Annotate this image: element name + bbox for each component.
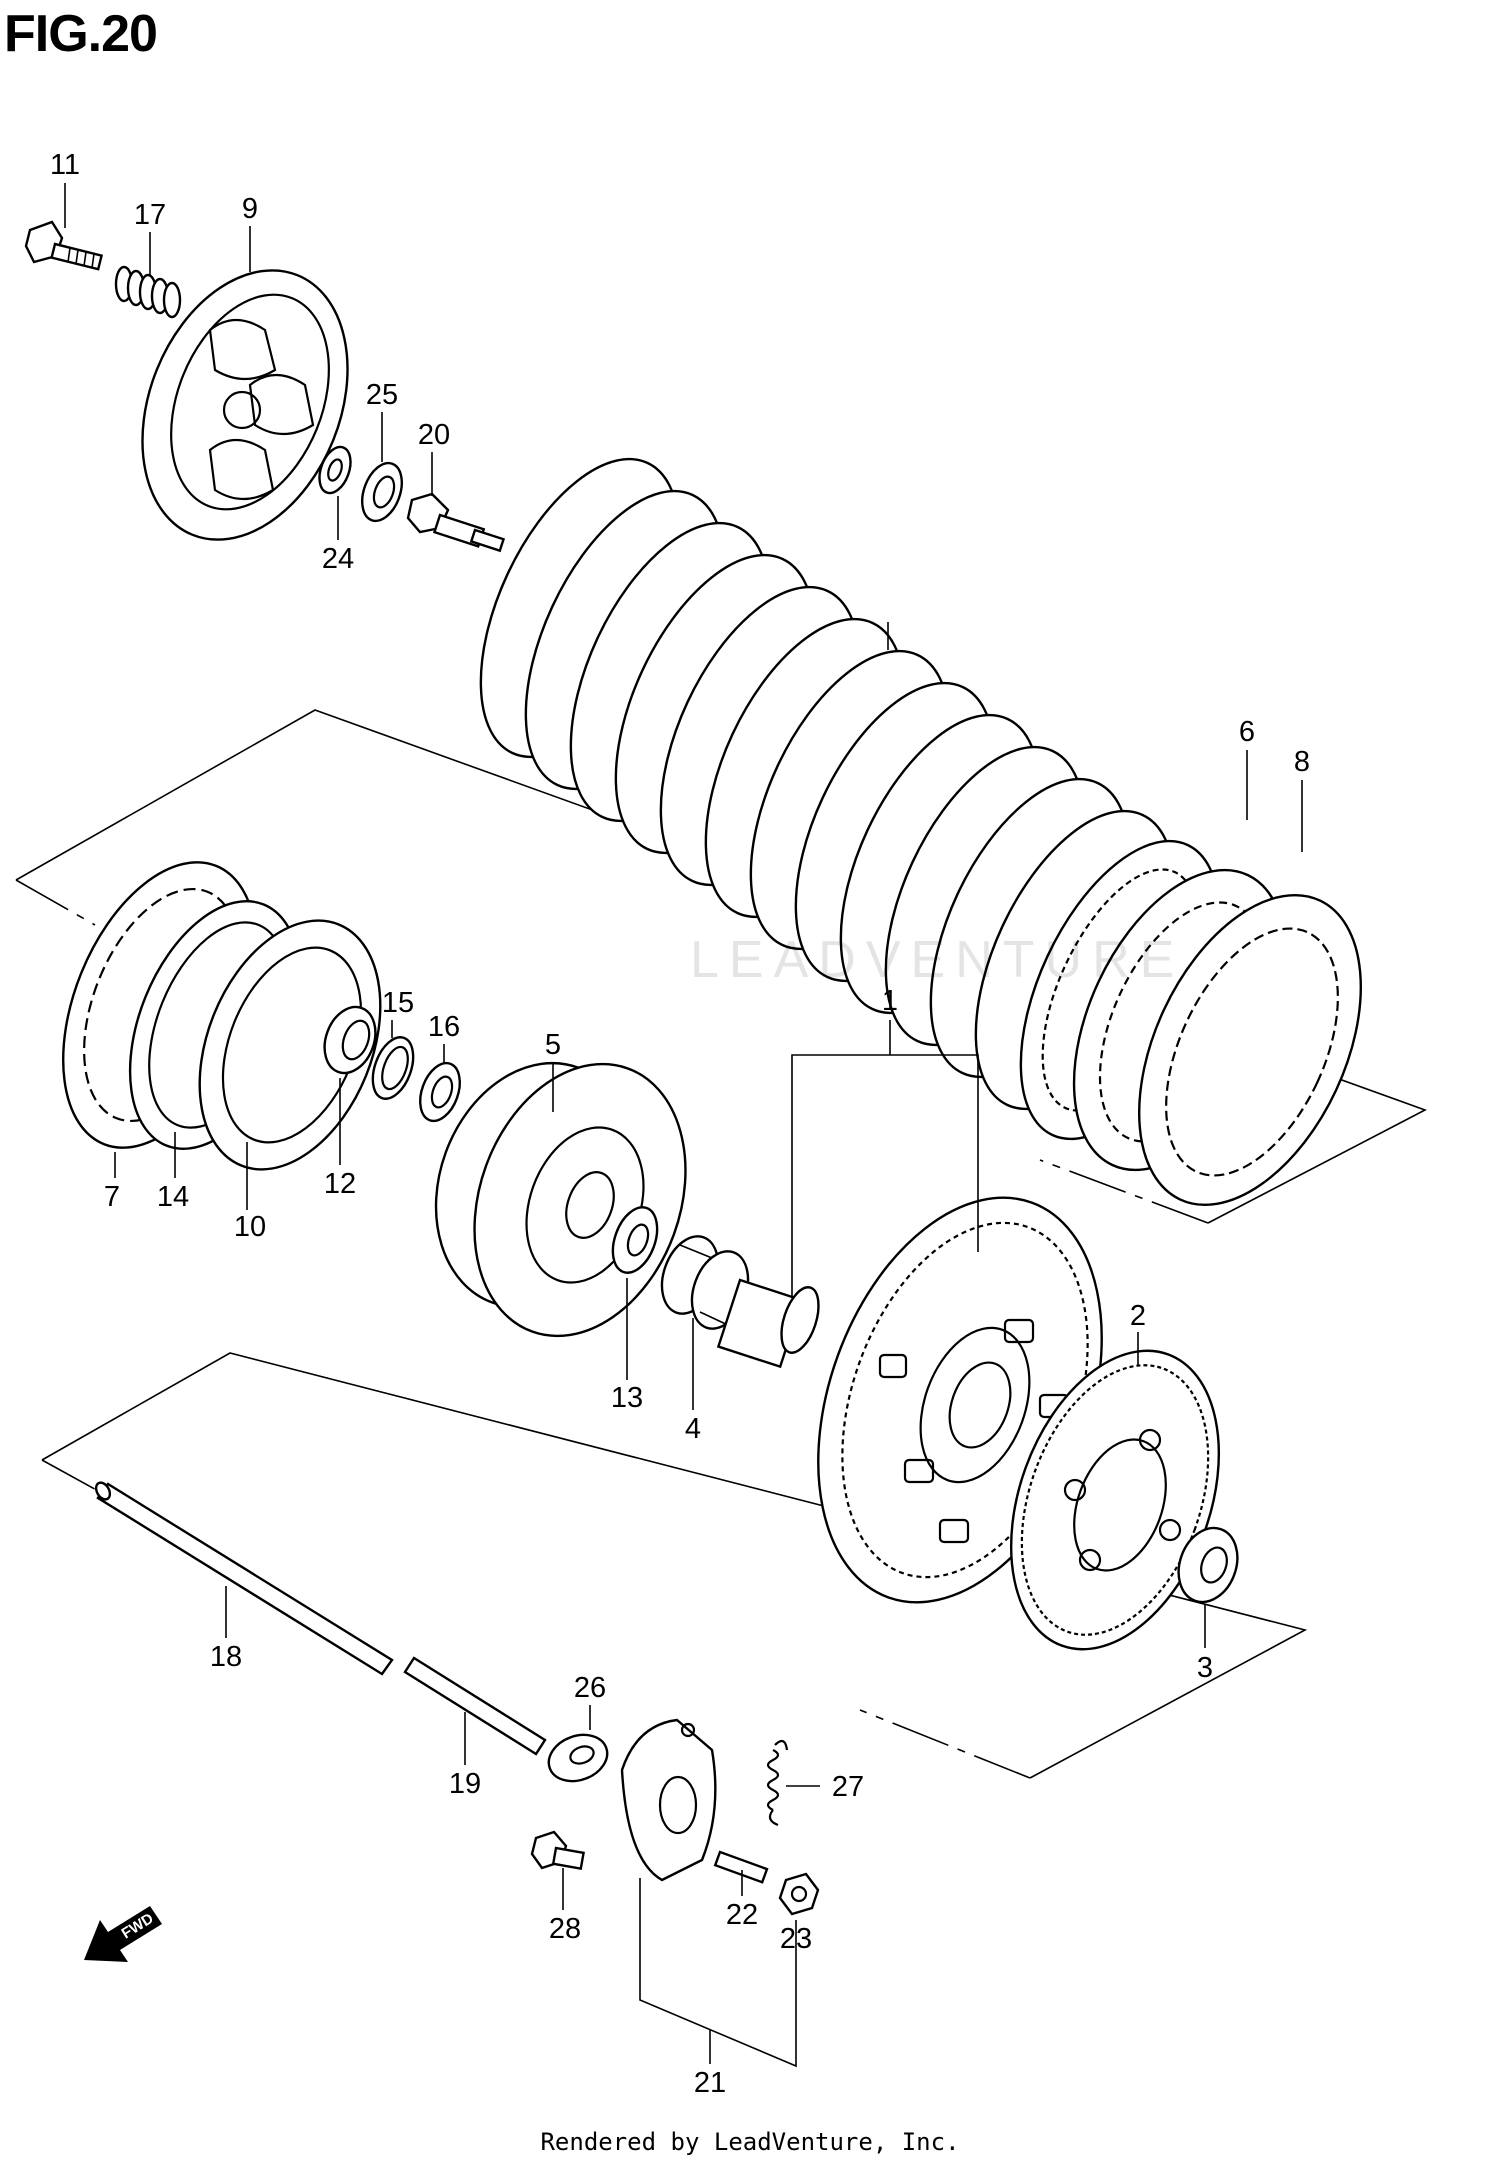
part-12-bearing xyxy=(323,1005,377,1075)
part-19-push-rod xyxy=(403,1656,547,1756)
watermark: LEADVENTURE xyxy=(690,930,1184,990)
part-17-spring xyxy=(114,265,182,319)
callout-15: 15 xyxy=(382,987,414,1019)
callout-7: 7 xyxy=(104,1181,120,1213)
part-13-washer xyxy=(611,1206,659,1274)
watermark-text: LEADVENTURE xyxy=(690,931,1185,989)
part-21-release-assembly xyxy=(620,1718,717,1882)
footer-credit: Rendered by LeadVenture, Inc. xyxy=(540,2128,960,2156)
part-11-bolt xyxy=(24,220,104,271)
clutch-plate-stack xyxy=(479,457,1221,1141)
part-25-bearing xyxy=(361,461,403,523)
part-22-stud xyxy=(713,1850,769,1884)
callout-13: 13 xyxy=(611,1382,643,1414)
callout-9: 9 xyxy=(242,193,258,225)
part-18-push-rod xyxy=(94,1481,394,1676)
part-24-washer xyxy=(318,445,352,495)
part-8-plate xyxy=(1138,893,1362,1207)
callout-4: 4 xyxy=(685,1413,701,1445)
callout-18: 18 xyxy=(210,1641,242,1673)
assembly-boundary-lower xyxy=(41,1352,1308,1779)
callout-28: 28 xyxy=(549,1913,581,1945)
leader-lines xyxy=(64,183,1303,2068)
callout-21: 21 xyxy=(694,2067,726,2099)
callout-25: 25 xyxy=(366,379,398,411)
callout-2: 2 xyxy=(1130,1300,1146,1332)
callout-5: 5 xyxy=(545,1029,561,1061)
callout-8: 8 xyxy=(1294,746,1310,778)
part-15-washer xyxy=(371,1036,415,1100)
part-23-nut xyxy=(778,1872,820,1916)
callout-12: 12 xyxy=(324,1168,356,1200)
callout-3: 3 xyxy=(1197,1652,1213,1684)
part-1-spacer-sleeve xyxy=(716,1278,820,1369)
callout-6: 6 xyxy=(1239,716,1255,748)
callout-10: 10 xyxy=(234,1211,266,1243)
part-16-lock-washer xyxy=(419,1061,461,1123)
callout-22: 22 xyxy=(726,1899,758,1931)
callout-23: 23 xyxy=(780,1923,812,1955)
part-20-push-piece xyxy=(406,492,506,553)
callout-26: 26 xyxy=(574,1672,606,1704)
forward-direction-arrow: FWD xyxy=(84,1906,162,1962)
callout-1: 1 xyxy=(882,985,898,1017)
callout-14: 14 xyxy=(157,1181,189,1213)
part-9-pressure-plate xyxy=(141,269,349,541)
callout-labels: 1 2 3 4 5 6 7 8 9 10 11 12 13 14 15 16 1… xyxy=(50,149,1310,2099)
part-28-bolt xyxy=(530,1830,585,1871)
callout-17: 17 xyxy=(134,199,166,231)
part-27-spring xyxy=(766,1739,789,1827)
part-26-seal xyxy=(547,1733,609,1783)
callout-16: 16 xyxy=(428,1011,460,1043)
callout-20: 20 xyxy=(418,419,450,451)
part-3-spacer xyxy=(1177,1526,1239,1604)
figure-title: FIG.20 xyxy=(4,5,158,63)
callout-27: 27 xyxy=(832,1771,864,1803)
callout-24: 24 xyxy=(322,543,354,575)
callout-19: 19 xyxy=(449,1768,481,1800)
callout-11: 11 xyxy=(50,149,80,181)
